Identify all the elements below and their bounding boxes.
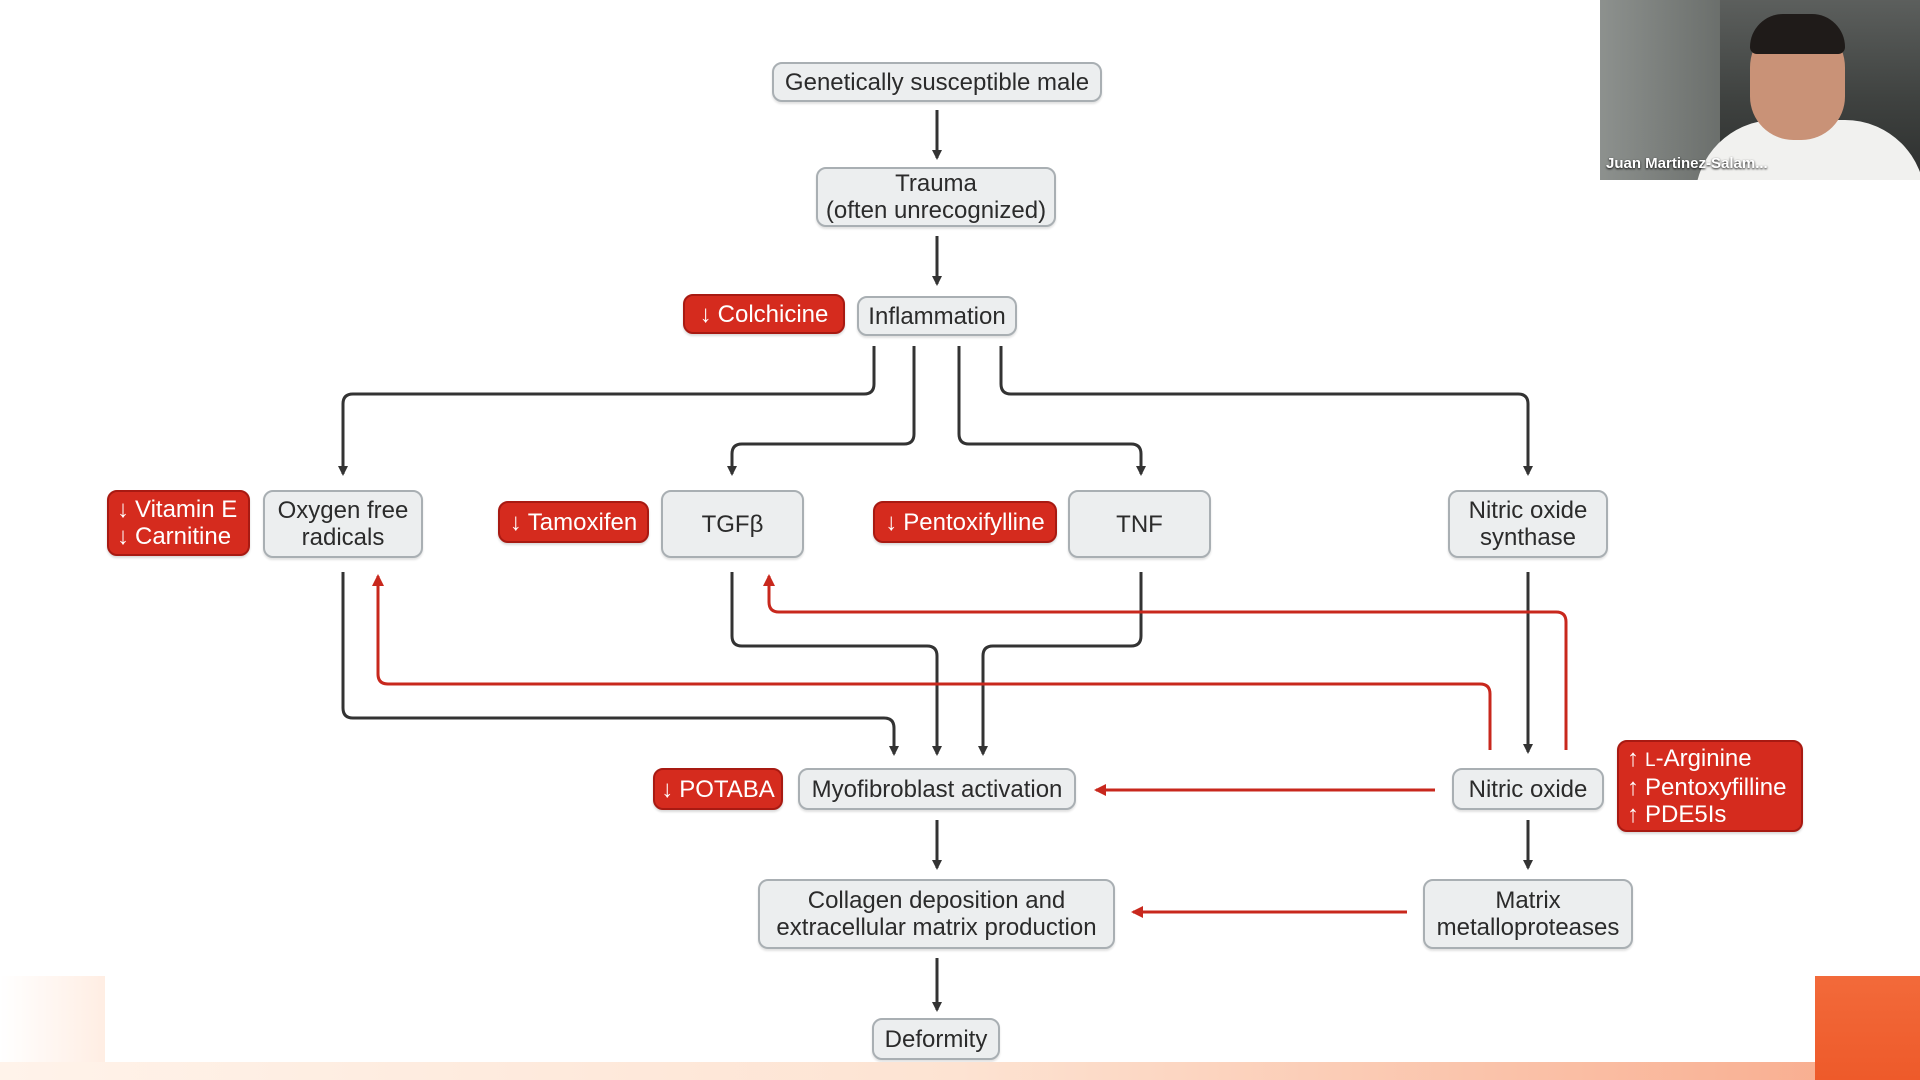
arrow-inflammation-tgfb xyxy=(727,346,916,476)
node-label-line2: extracellular matrix production xyxy=(776,914,1097,941)
node-label-line1: Oxygen free xyxy=(277,497,409,524)
webcam-thumbnail[interactable]: Juan Martinez-Salam... xyxy=(1600,0,1920,180)
node-label: Deformity xyxy=(884,1025,988,1053)
down-arrow-icon: ↓ xyxy=(117,496,129,523)
node-label-line2: synthase xyxy=(1479,524,1577,551)
slide-footer-fade xyxy=(0,976,105,1066)
drug-label: POTABA xyxy=(679,775,775,803)
node-tnf: TNF xyxy=(1068,490,1211,558)
slide-corner-accent xyxy=(1815,976,1920,1080)
arrow-inflammation-nos xyxy=(999,346,1533,476)
node-tgfb: TGFβ xyxy=(661,490,804,558)
node-myofibroblast-activation: Myofibroblast activation xyxy=(798,768,1076,810)
node-nitric-oxide: Nitric oxide xyxy=(1452,768,1604,810)
drug-label: Pentoxifylline xyxy=(903,508,1045,536)
node-label: Inflammation xyxy=(868,302,1006,330)
node-matrix-metalloproteases: Matrix metalloproteases xyxy=(1423,879,1633,949)
down-arrow-icon: ↓ xyxy=(509,508,522,536)
drug-potaba: ↓POTABA xyxy=(653,768,783,810)
node-label-line2: (often unrecognized) xyxy=(825,197,1047,224)
red-arrow-no-tgfb xyxy=(763,574,1568,750)
node-label: TNF xyxy=(1116,510,1163,538)
drug-label: PDE5Is xyxy=(1645,800,1727,828)
arrow-tnf-myo xyxy=(978,572,1143,756)
webcam-person-hair xyxy=(1750,14,1845,54)
drug-pentoxifylline-down: ↓Pentoxifylline xyxy=(873,501,1057,543)
node-label-line1: Nitric oxide xyxy=(1468,497,1588,524)
red-arrow-no-ofr xyxy=(372,574,1492,750)
arrow-inflammation-tnf xyxy=(957,346,1146,476)
node-inflammation: Inflammation xyxy=(857,296,1017,336)
node-label: Genetically susceptible male xyxy=(784,68,1090,96)
drug-vitamin-e-carnitine: ↓Vitamin E ↓Carnitine xyxy=(107,490,250,556)
node-nitric-oxide-synthase: Nitric oxide synthase xyxy=(1448,490,1608,558)
node-label: Nitric oxide xyxy=(1468,775,1588,803)
down-arrow-icon: ↓ xyxy=(699,300,712,328)
arrow-tgfb-myo xyxy=(730,572,942,756)
arrow-inflammation-ofr xyxy=(338,346,876,476)
node-label-line2: metalloproteases xyxy=(1436,914,1620,941)
drug-label: Carnitine xyxy=(135,523,232,550)
drug-label: -Arginine xyxy=(1655,744,1752,772)
node-trauma: Trauma (often unrecognized) xyxy=(816,167,1056,227)
node-label-line2: radicals xyxy=(301,524,385,551)
node-label-line1: Matrix xyxy=(1495,887,1561,914)
drug-tamoxifen: ↓Tamoxifen xyxy=(498,501,649,543)
drug-label: Vitamin E xyxy=(135,496,238,523)
node-label-line1: Trauma xyxy=(895,170,977,197)
node-deformity: Deformity xyxy=(872,1018,1000,1060)
node-label: Myofibroblast activation xyxy=(811,775,1063,803)
down-arrow-icon: ↓ xyxy=(117,523,129,550)
drug-label: Tamoxifen xyxy=(527,508,638,536)
node-label-line1: Collagen deposition and xyxy=(807,887,1066,914)
drug-label: Colchicine xyxy=(717,300,829,328)
down-arrow-icon: ↓ xyxy=(661,775,674,803)
drug-colchicine: ↓Colchicine xyxy=(683,294,845,334)
down-arrow-icon: ↓ xyxy=(885,508,898,536)
node-label: TGFβ xyxy=(701,510,764,538)
drug-arginine-pentoxyfilline-pde5is: ↑ L-Arginine ↑Pentoxyfilline ↑PDE5Is xyxy=(1617,740,1803,832)
participant-name-label: Juan Martinez-Salam... xyxy=(1606,155,1768,172)
node-collagen-deposition: Collagen deposition and extracellular ma… xyxy=(758,879,1115,949)
node-genetically-susceptible-male: Genetically susceptible male xyxy=(772,62,1102,102)
drug-label-prefix: L xyxy=(1645,749,1656,771)
arrow-ofr-myo xyxy=(341,572,899,756)
webcam-background xyxy=(1600,0,1720,180)
up-arrow-icon: ↑ xyxy=(1627,800,1639,828)
slide-footer-bar xyxy=(0,1062,1920,1080)
up-arrow-icon: ↑ xyxy=(1627,773,1639,801)
up-arrow-icon: ↑ xyxy=(1627,744,1639,772)
drug-label: Pentoxyfilline xyxy=(1645,773,1787,801)
node-oxygen-free-radicals: Oxygen free radicals xyxy=(263,490,423,558)
